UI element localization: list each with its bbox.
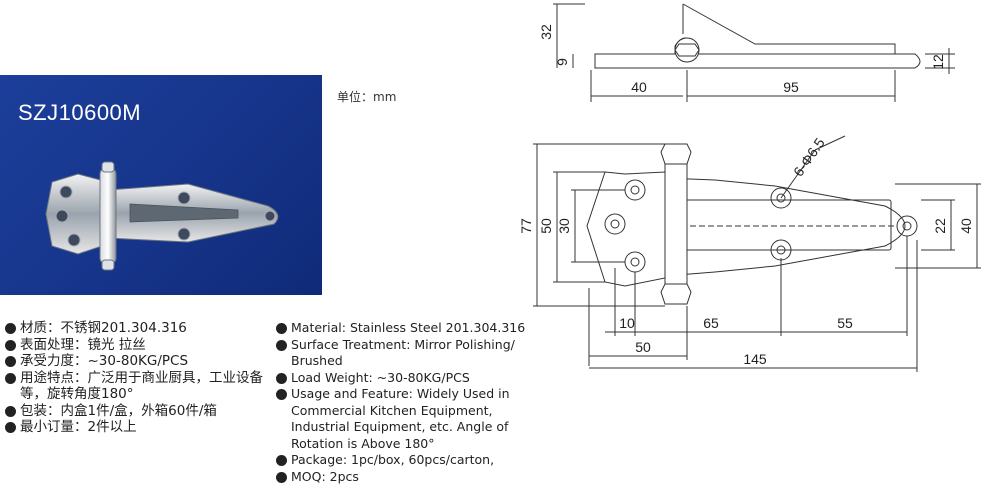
dim-side-base: 9	[554, 58, 570, 66]
dim-right: 55	[837, 315, 853, 331]
dim-mid: 65	[703, 315, 719, 331]
bullet-icon	[5, 339, 16, 351]
side-view-outline	[594, 37, 921, 69]
spec-cn-moq: 最小订量：2件以上	[5, 419, 270, 436]
bullet-icon	[5, 323, 16, 334]
dim-hole-callout: 6-Φ6.5	[790, 135, 828, 180]
mounting-holes	[604, 179, 918, 273]
bullet-icon	[5, 372, 16, 384]
spec-en-load: Load Weight: ~30-80KG/PCS	[276, 370, 541, 387]
bullet-icon	[276, 389, 287, 400]
dim-side-thick: 12	[930, 54, 946, 70]
dim-hole-span: 30	[556, 218, 572, 234]
bullet-icon	[5, 405, 16, 417]
bullet-icon	[5, 356, 16, 367]
spec-en-package: Package: 1pc/box, 60pcs/carton,	[276, 452, 541, 469]
spec-cn-package: 包装：内盒1件/盒，外箱60件/箱	[5, 403, 270, 420]
dim-plate-height: 50	[538, 218, 554, 234]
dim-left-edge: 10	[619, 315, 635, 331]
dim-right-height: 40	[958, 218, 974, 234]
spec-en-material: Material: Stainless Steel 201.304.316	[276, 320, 541, 337]
unit-label: 单位：mm	[337, 90, 397, 104]
spec-cn-load: 承受力度：~30-80KG/PCS	[5, 353, 270, 370]
bullet-icon	[276, 339, 287, 351]
specs-chinese: 材质：不锈钢201.304.316 表面处理：镜光 拉丝 承受力度：~30-80…	[5, 320, 270, 436]
spec-en-moq: MOQ: 2pcs	[276, 469, 541, 486]
bullet-icon	[276, 372, 287, 384]
spec-cn-usage: 用途特点：广泛用于商业厨具，工业设备等，旋转角度180°	[5, 370, 270, 403]
bullet-icon	[276, 471, 287, 483]
dim-total: 145	[743, 351, 767, 367]
dim-side-height: 32	[538, 24, 554, 40]
spec-cn-material: 材质：不锈钢201.304.316	[5, 320, 270, 337]
dim-side-left: 40	[631, 79, 647, 95]
side-pin-icon	[674, 37, 700, 63]
spec-en-surface: Surface Treatment: Mirror Polishing/ Bru…	[276, 337, 541, 370]
bullet-icon	[276, 455, 287, 466]
dim-overall-height: 77	[518, 218, 534, 234]
top-view-outline	[586, 171, 666, 287]
specs-english: Material: Stainless Steel 201.304.316 Su…	[276, 320, 541, 485]
dim-side-right: 95	[783, 79, 799, 95]
bullet-icon	[5, 422, 16, 433]
bullet-icon	[276, 323, 287, 334]
dim-left-width: 50	[635, 339, 651, 355]
spec-en-usage: Usage and Feature: Widely Used in Commer…	[276, 386, 541, 452]
technical-drawing: 32 9 12 40 95 77 50 30 40 22 6-Φ6.5 10 6…	[518, 3, 981, 372]
model-number: SZJ10600M	[18, 100, 142, 125]
hinge-photo	[45, 161, 279, 271]
spec-cn-surface: 表面处理：镜光 拉丝	[5, 337, 270, 354]
dim-slot: 22	[932, 218, 948, 234]
